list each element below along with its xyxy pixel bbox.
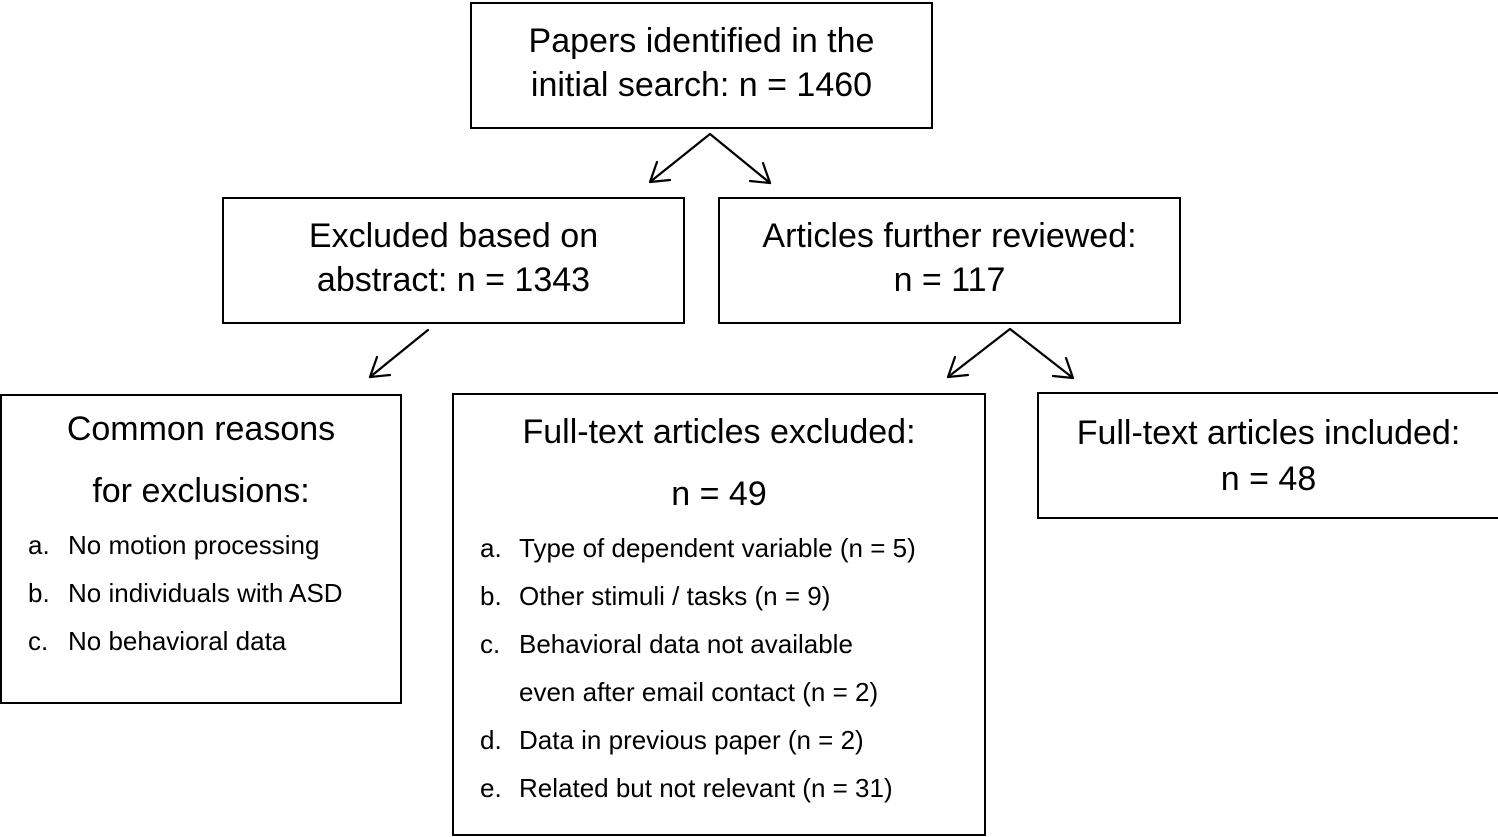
box-further-reviewed-line1: Articles further reviewed:	[762, 217, 1137, 255]
list-item-marker: d.	[480, 725, 502, 755]
common-reasons-title-line1: Common reasons	[66, 410, 336, 448]
box-excluded-abstract-line1: Excluded based on	[308, 217, 599, 255]
arrow-to-fulltext-included	[1008, 327, 1075, 380]
list-item-marker: c.	[480, 629, 501, 659]
box-fulltext-excluded: Full-text articles excluded: n = 49 a. T…	[452, 393, 986, 836]
box-papers-identified: Papers identified in the initial search:…	[470, 2, 933, 129]
list-item-text: even after email contact (n = 2)	[519, 677, 879, 707]
list-item-marker: c.	[28, 626, 49, 656]
box-further-reviewed-line2: n = 117	[893, 261, 1006, 299]
list-item-text: Type of dependent variable (n = 5)	[519, 533, 916, 563]
list-item-marker: a.	[480, 533, 502, 563]
list-item-text: No motion processing	[68, 530, 320, 560]
arrow-to-fulltext-excluded	[946, 327, 1012, 379]
arrow-to-further-reviewed	[708, 132, 772, 185]
list-item-marker: b.	[480, 581, 502, 611]
list-item-marker: a.	[28, 530, 50, 560]
fulltext-excluded-title-line1: Full-text articles excluded:	[522, 413, 916, 451]
list-item-text: No individuals with ASD	[68, 578, 343, 608]
arrow-to-excluded-abstract	[648, 132, 712, 184]
list-item-text: Behavioral data not available	[519, 629, 853, 659]
box-fulltext-included: Full-text articles included: n = 48	[1037, 392, 1498, 519]
box-further-reviewed: Articles further reviewed: n = 117	[718, 197, 1181, 324]
common-reasons-title-line2: for exclusions:	[92, 472, 310, 510]
box-excluded-abstract: Excluded based on abstract: n = 1343	[222, 197, 685, 324]
box-common-reasons: Common reasons for exclusions: a. No mot…	[0, 394, 402, 704]
box-papers-identified-line1: Papers identified in the	[528, 22, 875, 60]
box-fulltext-included-line1: Full-text articles included:	[1076, 414, 1461, 452]
box-excluded-abstract-line2: abstract: n = 1343	[316, 261, 591, 299]
list-item-text: Other stimuli / tasks (n = 9)	[519, 581, 831, 611]
list-item-text: Data in previous paper (n = 2)	[519, 725, 864, 755]
list-item-text: No behavioral data	[68, 626, 287, 656]
list-item-marker: b.	[28, 578, 50, 608]
list-item-marker: e.	[480, 773, 502, 803]
box-papers-identified-line2: initial search: n = 1460	[530, 66, 873, 104]
box-fulltext-included-line2: n = 48	[1220, 460, 1317, 498]
arrow-to-common-reasons	[368, 328, 430, 379]
fulltext-excluded-title-line2: n = 49	[671, 475, 767, 513]
list-item-text: Related but not relevant (n = 31)	[519, 773, 893, 803]
